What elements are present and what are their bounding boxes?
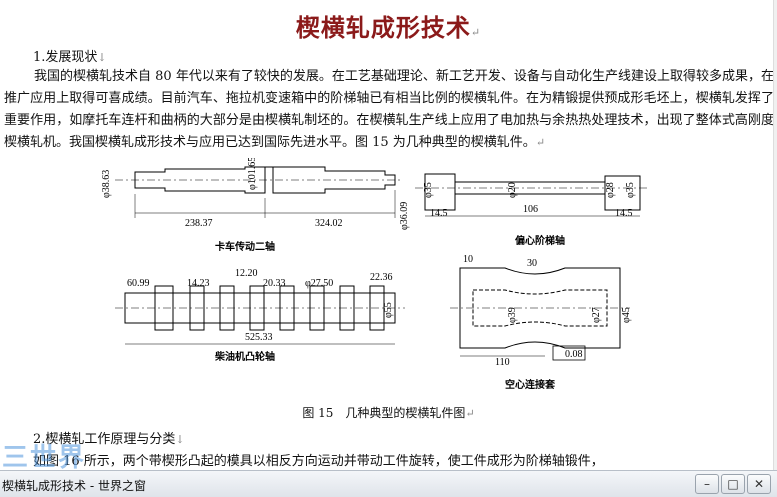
part-label-hollow-sleeve: 空心连接套: [505, 378, 556, 391]
dim-324-02: 324.02: [315, 218, 343, 229]
dim-22-36: 22.36: [370, 272, 393, 283]
paragraph-principle: 如图 16 所示，两个带楔形凸起的模具以相反方向运动并带动工件旋转，使工件成形为…: [33, 454, 604, 469]
dim-phi-35-left: φ35: [423, 182, 434, 198]
dim-phi-27-50: φ27.50: [305, 278, 333, 289]
dim-phi-28: φ28: [605, 182, 616, 198]
paragraph-development: 我国的楔横轧技术自 80 年代以来有了较快的发展。在工艺基础理论、新工艺开发、设…: [4, 69, 774, 150]
dim-phi-38-63: φ38.63: [101, 170, 112, 198]
page-title: 楔横轧成形技术↵: [295, 13, 482, 42]
dim-phi-55: φ55: [383, 302, 394, 318]
dim-525-33: 525.33: [245, 332, 273, 343]
window-controls: – □ ✕: [695, 474, 771, 494]
dim-phi-20: φ20: [507, 182, 518, 198]
dim-20-33: 20.33: [263, 278, 286, 289]
document-view: 楔横轧成形技术↵ 1.发展现状↓ 我国的楔横轧技术自 80 年代以来有了较快的发…: [0, 0, 777, 470]
figure-15-drawings: φ38.63 φ101.65 238.37 324.02 φ36.09 卡车传动…: [95, 157, 715, 408]
part-label-camshaft: 柴油机凸轮轴: [214, 350, 275, 363]
window-titlebar: 楔横轧成形技术 - 世界之窗 – □ ✕: [0, 470, 777, 497]
eccentric-shaft-drawing: [415, 173, 650, 217]
dim-14-5-left: 14.5: [430, 208, 448, 219]
dim-30: 30: [527, 258, 537, 269]
dim-106: 106: [523, 204, 538, 215]
dim-12-20: 12.20: [235, 268, 258, 279]
dim-110: 110: [495, 357, 510, 368]
minimize-button[interactable]: –: [695, 474, 719, 494]
dim-phi-36-09: φ36.09: [399, 202, 410, 230]
dim-60-99: 60.99: [127, 278, 150, 289]
dim-238-37: 238.37: [185, 218, 213, 229]
dim-phi-45: φ45: [621, 307, 632, 323]
dim-tolerance-0-08: 0.08: [565, 349, 583, 360]
vertical-scrollbar[interactable]: [773, 0, 777, 470]
section-heading-1: 1.发展现状↓: [33, 50, 107, 65]
dim-phi-35-right: φ35: [625, 182, 636, 198]
dim-phi-101-65: φ101.65: [247, 158, 258, 190]
hollow-sleeve-drawing: [450, 267, 630, 361]
camshaft-drawing: [115, 285, 405, 345]
dim-10: 10: [463, 254, 473, 265]
part-label-truck-shaft: 卡车传动二轴: [215, 240, 275, 253]
dim-14-23: 14.23: [187, 278, 210, 289]
window-title: 楔横轧成形技术 - 世界之窗: [2, 479, 146, 493]
dim-14-5-right: 14.5: [615, 208, 633, 219]
maximize-button[interactable]: □: [721, 474, 745, 494]
part-label-eccentric-shaft: 偏心阶梯轴: [515, 234, 565, 247]
truck-shaft-drawing: [115, 166, 400, 218]
figure-caption: 图 15 几种典型的楔横轧件图↵: [302, 406, 475, 420]
section-heading-2: 2.楔横轧工作原理与分类↓: [33, 432, 185, 447]
site-watermark-logo: 三世界: [2, 443, 87, 470]
dim-phi-39: φ39: [507, 307, 518, 323]
dim-phi-27: φ27: [591, 307, 602, 323]
close-button[interactable]: ✕: [747, 474, 771, 494]
